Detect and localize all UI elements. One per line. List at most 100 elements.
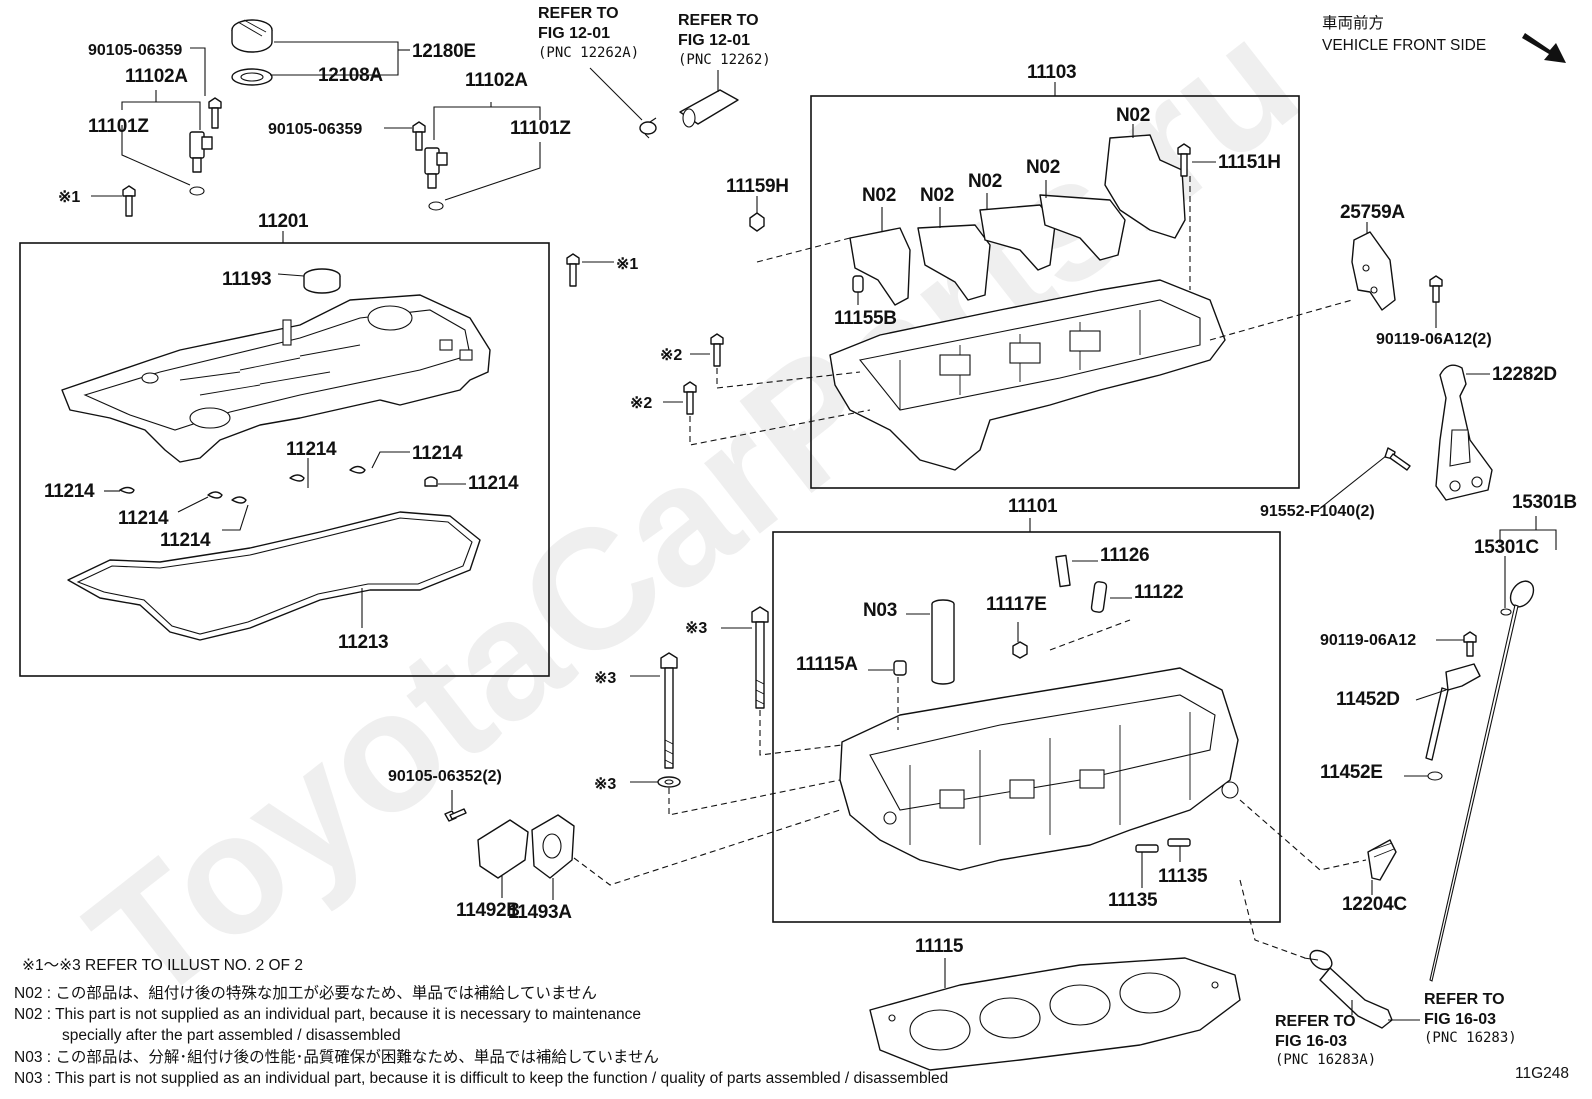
oring-11452E [1427, 771, 1443, 781]
bearing-cap-n02-d [1039, 194, 1126, 261]
bearing-cap-n02-e [1104, 134, 1186, 239]
ref-12262A-l1: REFER TO [538, 5, 619, 22]
pin-11126 [1055, 554, 1071, 588]
ref-12262A-l3: (PNC 12262A) [538, 45, 639, 61]
part-label-p91552-f1040-2[interactable]: 91552-F1040(2) [1260, 503, 1375, 520]
direction-en: VEHICLE FRONT SIDE [1322, 37, 1486, 54]
part-label-p11122[interactable]: 11122 [1134, 582, 1184, 603]
part-label-p11151h[interactable]: 11151H [1218, 152, 1281, 173]
part-label-p11102a-a[interactable]: 11102A [125, 66, 189, 87]
ref-16283A-l3: (PNC 16283A) [1275, 1052, 1376, 1068]
part-label-p-mark2-a[interactable]: ※2 [660, 347, 682, 364]
note-n03-en: N03 : This part is not supplied as an in… [14, 1070, 948, 1087]
part-label-p25759a[interactable]: 25759A [1340, 202, 1406, 223]
part-label-p11159h[interactable]: 11159H [726, 176, 789, 197]
part-label-p11214-b[interactable]: 11214 [412, 443, 463, 464]
part-label-p11452e[interactable]: 11452E [1320, 762, 1383, 783]
part-label-pn02-d[interactable]: N02 [1026, 157, 1060, 178]
part-label-p11452d[interactable]: 11452D [1336, 689, 1400, 710]
part-label-p-mark1-a[interactable]: ※1 [58, 189, 80, 206]
part-label-p11101z-a[interactable]: 11101Z [88, 116, 150, 137]
part-label-pn02-a[interactable]: N02 [862, 185, 896, 206]
cover-gasket [67, 511, 481, 641]
part-label-p11126[interactable]: 11126 [1100, 545, 1150, 566]
pin-11122 [1090, 581, 1108, 613]
part-label-p11214-d[interactable]: 11214 [44, 481, 95, 502]
part-label-p11214-a[interactable]: 11214 [286, 439, 337, 460]
part-label-pn02-b[interactable]: N02 [920, 185, 954, 206]
sensor-11101Z-a [189, 131, 213, 196]
ref-12262-l1: REFER TO [678, 12, 759, 29]
bolt-mark2-b [683, 381, 697, 415]
bolt-mark3-b [660, 652, 678, 769]
part-label-p-mark3-b[interactable]: ※3 [594, 670, 616, 687]
part-label-p11115[interactable]: 11115 [915, 936, 964, 957]
part-label-p-mark1-b[interactable]: ※1 [616, 256, 638, 273]
direction-jp: 車両前方 [1322, 14, 1384, 32]
part-label-p12282d[interactable]: 12282D [1492, 364, 1557, 385]
engine-hanger-12282D [1435, 364, 1493, 501]
ref-16283-l2: FIG 16-03 [1424, 1011, 1496, 1028]
note-mark-ref: ※1～※3 REFER TO ILLUST NO. 2 OF 2 [22, 957, 303, 974]
oring-15301C [1500, 608, 1512, 616]
part-label-p11492b[interactable]: 11492B [456, 900, 520, 921]
part-label-p90105-06359-b[interactable]: 90105-06359 [268, 121, 362, 138]
part-label-p11155b[interactable]: 11155B [834, 308, 897, 329]
part-label-p11115a[interactable]: 11115A [796, 654, 858, 675]
clamp-11214-c [424, 476, 438, 487]
ref-16283-l3: (PNC 16283) [1424, 1030, 1517, 1046]
part-label-p12180e[interactable]: 12180E [412, 41, 476, 62]
part-label-pn02-c[interactable]: N02 [968, 171, 1002, 192]
part-label-p-mark2-b[interactable]: ※2 [630, 395, 652, 412]
bearing-cap-n02-a [849, 227, 911, 306]
clamp-11214-f [231, 496, 247, 504]
part-label-p11102a-b[interactable]: 11102A [465, 70, 529, 91]
part-label-p15301c[interactable]: 15301C [1474, 537, 1540, 558]
part-label-p11135-a[interactable]: 11135 [1108, 890, 1158, 911]
dipstick-15301B [1429, 580, 1535, 982]
bolt-mark1-b [566, 253, 580, 287]
ref-12262A-l2: FIG 12-01 [538, 25, 610, 42]
part-label-p11214-f[interactable]: 11214 [160, 530, 211, 551]
part-label-p11214-c[interactable]: 11214 [468, 473, 519, 494]
part-label-p-mark3-c[interactable]: ※3 [594, 776, 616, 793]
part-label-p12108a[interactable]: 12108A [318, 65, 384, 86]
bolt-90105-06359-a [208, 97, 222, 129]
part-label-p11117e[interactable]: 11117E [986, 594, 1047, 615]
part-label-p-mark3-a[interactable]: ※3 [685, 620, 707, 637]
ref-16283A-l1: REFER TO [1275, 1013, 1356, 1030]
oil-filler-cap [231, 19, 273, 86]
bolt-90105-06352-2 [444, 808, 467, 822]
dowel-11115A [893, 660, 907, 676]
pin-11135-b [1167, 838, 1191, 847]
guide-11452D [1425, 663, 1481, 761]
part-label-pn02-e[interactable]: N02 [1116, 105, 1150, 126]
part-label-p90119-06a12[interactable]: 90119-06A12 [1320, 632, 1416, 649]
clamp-11214-e [207, 491, 223, 499]
part-label-p11213[interactable]: 11213 [338, 632, 389, 653]
part-label-p11101[interactable]: 11101 [1008, 496, 1058, 517]
frame-11101 [772, 531, 1281, 923]
bolt-90119-06A12-2 [1429, 275, 1443, 303]
bracket-25759A [1351, 231, 1396, 311]
part-label-pn03[interactable]: N03 [863, 600, 897, 621]
note-n02-en-1: N02 : This part is not supplied as an in… [14, 1006, 641, 1023]
part-label-p11101z-b[interactable]: 11101Z [510, 118, 572, 139]
part-label-p11193[interactable]: 11193 [222, 269, 272, 290]
frame-11201 [19, 242, 550, 677]
part-label-p12204c[interactable]: 12204C [1342, 894, 1408, 915]
washer-mark3 [657, 776, 681, 788]
part-label-p11135-b[interactable]: 11135 [1158, 866, 1208, 887]
note-n02-en-2: specially after the part assembled / dis… [62, 1027, 401, 1044]
pin-11155B [852, 275, 864, 293]
part-label-p11214-e[interactable]: 11214 [118, 508, 169, 529]
part-label-p11103[interactable]: 11103 [1027, 62, 1077, 83]
bearing-cap-n02-b [917, 224, 991, 301]
part-label-p90105-06352-2[interactable]: 90105-06352(2) [388, 768, 502, 785]
part-label-p15301b[interactable]: 15301B [1512, 492, 1577, 513]
bolt-mark1-a [122, 185, 136, 217]
part-label-p90105-06359-a[interactable]: 90105-06359 [88, 42, 182, 59]
part-label-p90119-06a12-2[interactable]: 90119-06A12(2) [1376, 331, 1492, 348]
part-label-p11201[interactable]: 11201 [258, 211, 309, 232]
part-label-p11493a[interactable]: 11493A [508, 902, 573, 923]
